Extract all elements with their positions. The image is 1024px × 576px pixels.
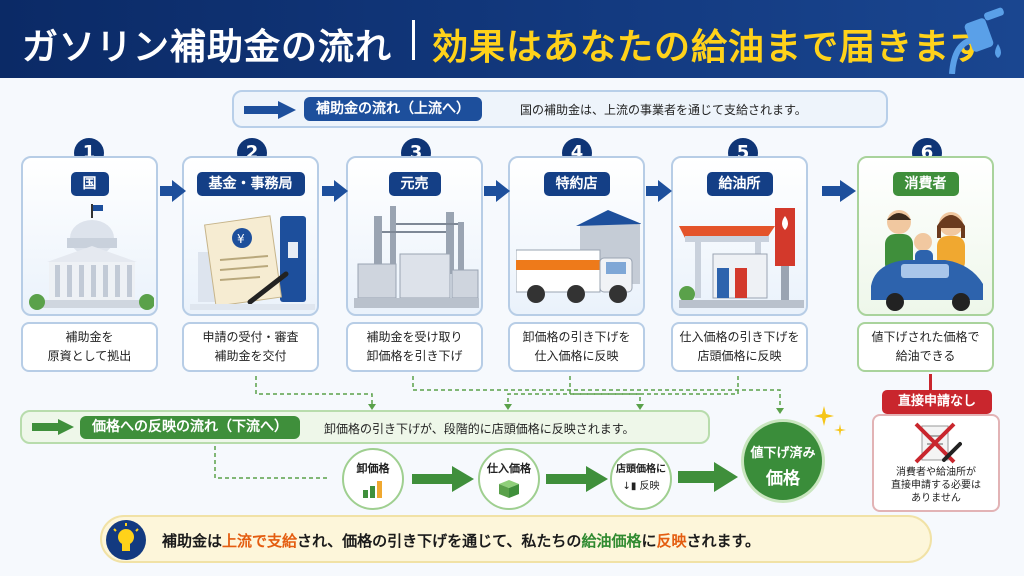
step-desc-gas-station: 仕入価格の引き下げを 店頭価格に反映 [671,322,808,372]
step-card-fund-office: 基金・事務局 ¥ [182,156,319,316]
refinery-icon [354,206,479,308]
dashed-connectors [214,376,784,479]
title-left: ガソリン補助金の流れ [22,27,393,68]
step-label-wholesaler: 元売 [388,172,441,196]
flow-arrow-3 [484,180,510,202]
step-card-country: 国 [21,156,158,316]
summary-banner: 補助金は上流で支給され、価格の引き下げを通じて、私たちの給油価格に反映されます。 [100,515,932,563]
step-desc-fund-office: 申請の受付・審査 補助金を交付 [182,322,319,372]
downstream-label: 価格への反映の流れ（下流へ） [80,416,300,439]
stage-arrow-2 [546,466,608,492]
summary-text: 補助金は上流で支給され、価格の引き下げを通じて、私たちの給油価格に反映されます。 [162,532,760,550]
stage-retail-price: 店頭価格に ↓▮ 反映 [610,448,672,510]
no-direct-application-badge: 直接申請なし [882,390,992,414]
step-label-country: 国 [70,172,109,196]
pump-down-icon: ↓▮ [622,481,637,492]
flow-arrow-2 [322,180,348,202]
flow-arrow-4 [646,180,672,202]
connector-line [929,374,932,392]
truck-warehouse-icon [516,210,641,303]
step-desc-country: 補助金を 原資として拠出 [21,322,158,372]
no-direct-application-box: 消費者や給油所が 直接申請する必要は ありません [872,414,1000,512]
step-label-gas-station: 給油所 [706,172,773,196]
stage-arrow-3 [678,462,738,492]
upstream-label: 補助金の流れ（上流へ） [304,97,482,121]
header-banner: ガソリン補助金の流れ 効果はあなたの給油まで届きます [0,0,1024,78]
step-card-consumer: 消費者 [857,156,994,316]
step-card-gas-station: 給油所 [671,156,808,316]
stage-arrow-1 [412,466,474,492]
step-label-consumer: 消費者 [892,172,959,196]
step-desc-consumer: 値下げされた価格で 給油できる [857,322,994,372]
upstream-banner: 補助金の流れ（上流へ） 国の補助金は、上流の事業者を通じて支給されます。 [232,90,888,128]
bar-chart-icon [363,481,382,498]
family-car-icon [871,210,983,311]
arrow-right-icon [244,101,296,119]
downstream-description: 卸価格の引き下げが、段階的に店頭価格に反映されます。 [324,422,635,436]
document-binder-icon: ¥ [190,215,315,310]
sparkle-icon [814,406,846,436]
svg-text:¥: ¥ [237,232,245,246]
gas-station-icon [679,208,804,308]
step-label-dealer: 特約店 [543,172,610,196]
government-building-icon [29,204,154,310]
arrow-right-icon [32,419,74,435]
box-icon [499,480,519,498]
step-label-fund-office: 基金・事務局 [196,172,305,196]
step-desc-wholesaler: 補助金を受け取り 卸価格を引き下げ [346,322,483,372]
final-price-circle: 値下げ済み 価格 [741,419,825,503]
flow-arrow-1 [160,180,186,202]
step-card-dealer: 特約店 [508,156,645,316]
crossed-document-icon [914,422,962,464]
step-desc-dealer: 卸価格の引き下げを 仕入価格に反映 [508,322,645,372]
title-separator [412,20,415,60]
lightbulb-icon [106,520,146,560]
stage-wholesale-price: 卸価格 [342,448,404,510]
downstream-banner: 価格への反映の流れ（下流へ） 卸価格の引き下げが、段階的に店頭価格に反映されます… [20,410,710,444]
upstream-description: 国の補助金は、上流の事業者を通じて支給されます。 [520,103,807,117]
title-right: 効果はあなたの給油まで届きます [432,27,988,68]
fuel-nozzle-icon [949,7,1004,74]
flow-arrow-5 [822,180,856,202]
step-card-wholesaler: 元売 [346,156,483,316]
stage-purchase-price: 仕入価格 [478,448,540,510]
